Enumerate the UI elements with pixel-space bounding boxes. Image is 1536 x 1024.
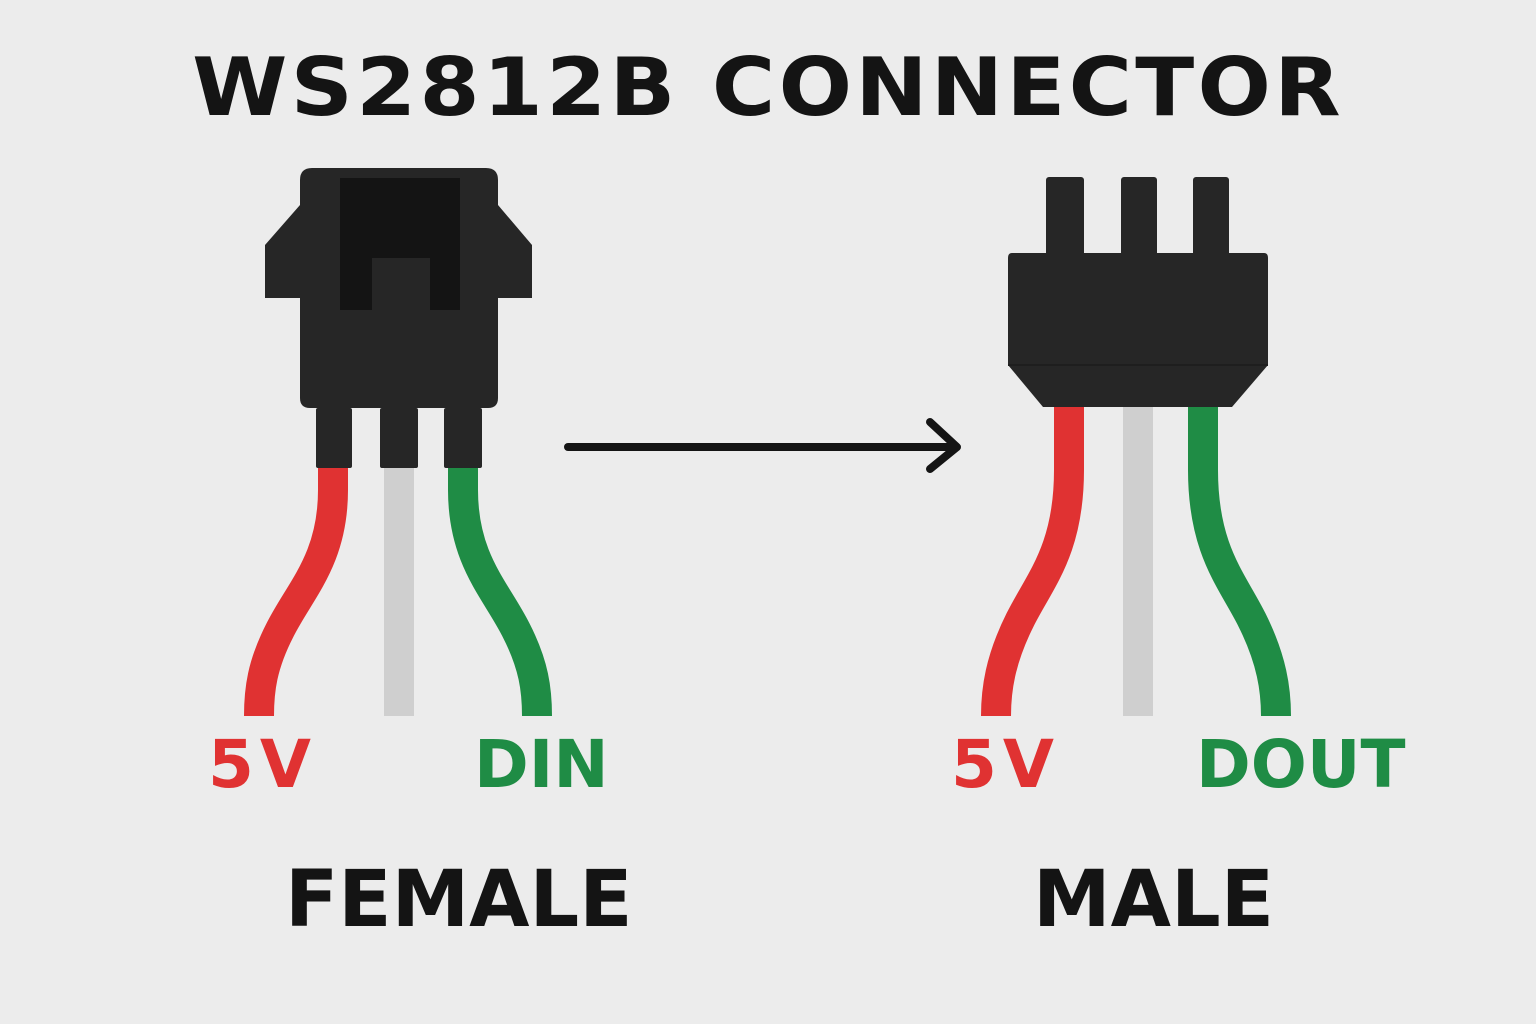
female-5v-label: 5V bbox=[208, 726, 318, 803]
page-title: WS2812B CONNECTOR bbox=[192, 41, 1344, 134]
male-wire-5v bbox=[981, 405, 1084, 717]
female-pin-sleeve-3 bbox=[444, 408, 482, 468]
female-wire-5v bbox=[244, 465, 348, 717]
female-connector bbox=[244, 168, 552, 717]
female-connector-body bbox=[265, 168, 532, 408]
male-5v-label: 5V bbox=[951, 726, 1061, 803]
arrow-right-icon bbox=[564, 418, 961, 473]
female-wire-din bbox=[448, 465, 552, 717]
male-connector bbox=[981, 177, 1291, 717]
male-wire-dout bbox=[1188, 405, 1291, 717]
female-din-label: DIN bbox=[474, 726, 609, 803]
male-label: MALE bbox=[1033, 855, 1274, 945]
male-connector-body bbox=[1008, 253, 1268, 407]
female-latch-tab bbox=[358, 212, 444, 258]
male-pin-2 bbox=[1121, 177, 1157, 259]
female-pin-sleeve-2 bbox=[380, 408, 418, 468]
female-label: FEMALE bbox=[285, 855, 633, 945]
male-dout-label: DOUT bbox=[1196, 726, 1406, 803]
female-pin-sleeve-1 bbox=[316, 408, 352, 468]
male-pin-3 bbox=[1193, 177, 1229, 259]
male-pin-1 bbox=[1046, 177, 1084, 259]
female-latch-window bbox=[340, 178, 460, 310]
